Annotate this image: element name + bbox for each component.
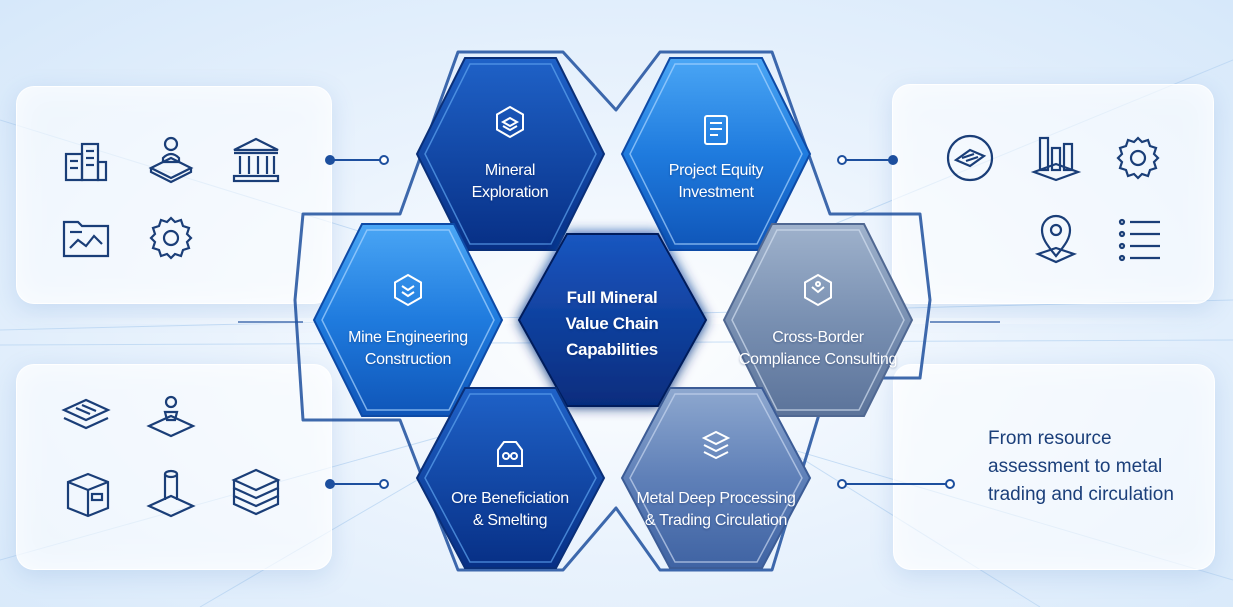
drill-rig-icon: [145, 466, 197, 518]
center-title-line: Capabilities: [566, 340, 658, 359]
connectors: [238, 155, 1000, 489]
location-pin-icon: [1030, 212, 1082, 264]
box-icon: [62, 468, 114, 520]
panel-bottom-right: [893, 364, 1215, 570]
center-title: Full Mineral Value Chain Capabilities: [532, 285, 692, 363]
ore-sample-icon: [944, 132, 996, 184]
hex-label-mineral-exploration: Mineral Exploration: [410, 160, 610, 204]
hex-label-line: Compliance Consulting: [738, 351, 898, 368]
hex-label-line: Project Equity: [668, 162, 764, 179]
hex-label-line: Mineral: [484, 162, 536, 179]
smelting-icon: [492, 436, 528, 472]
hex-center: [517, 233, 708, 407]
hex-label-line: Exploration: [471, 184, 549, 201]
list-icon: [1114, 212, 1166, 264]
hex-ore-beneficiation[interactable]: [415, 387, 606, 569]
panel-top-right: [892, 84, 1214, 304]
hex-metal-deep-processing[interactable]: [620, 387, 812, 569]
map-folder-icon: [60, 212, 112, 264]
hex-label-line: & Trading Circulation: [644, 512, 788, 529]
hex-label-cross-border: Cross-Border Compliance Consulting: [718, 327, 918, 371]
shield-check-icon: [390, 272, 426, 308]
hex-label-line: Construction: [364, 351, 452, 368]
hex-label-ore-beneficiation: Ore Beneficiation & Smelting: [410, 488, 610, 532]
gear-icon: [145, 212, 197, 264]
center-title-line: Value Chain: [565, 314, 659, 333]
hex-cross-border-compliance[interactable]: [722, 223, 914, 417]
hex-mine-engineering-construction[interactable]: [312, 223, 504, 417]
stacked-layers-icon: [698, 428, 734, 464]
layers-icon: [60, 390, 112, 442]
hex-label-line: Investment: [678, 184, 754, 201]
hex-label-metal-deep-processing: Metal Deep Processing & Trading Circulat…: [616, 488, 816, 532]
hex-label-project-equity: Project Equity Investment: [616, 160, 816, 204]
gear-icon: [1112, 132, 1164, 184]
bank-icon: [230, 134, 282, 186]
document-icon: [698, 112, 734, 148]
shield-badge-icon: [800, 272, 836, 308]
mineral-exploration-icon: [492, 104, 528, 140]
hex-label-mine-engineering: Mine Engineering Construction: [308, 327, 508, 371]
database-icon: [230, 466, 282, 518]
hex-label-line: & Smelting: [472, 512, 548, 529]
hex-project-equity-investment[interactable]: [620, 57, 812, 251]
hex-label-line: Mine Engineering: [348, 329, 468, 346]
bar-chart-3d-icon: [1030, 130, 1082, 182]
panel-top-left: [16, 86, 332, 304]
honeycomb-outline: [293, 50, 932, 572]
hex-label-line: Ore Beneficiation: [451, 490, 569, 507]
mining-operator-icon: [145, 132, 197, 184]
summary-text: From resource assessment to metal tradin…: [988, 428, 1174, 505]
hex-mineral-exploration[interactable]: [415, 57, 606, 251]
center-title-line: Full Mineral: [566, 288, 658, 307]
hex-label-line: Cross-Border: [772, 329, 864, 346]
hex-label-line: Metal Deep Processing: [636, 490, 796, 507]
buildings-icon: [60, 134, 112, 186]
survey-marker-icon: [145, 390, 197, 442]
